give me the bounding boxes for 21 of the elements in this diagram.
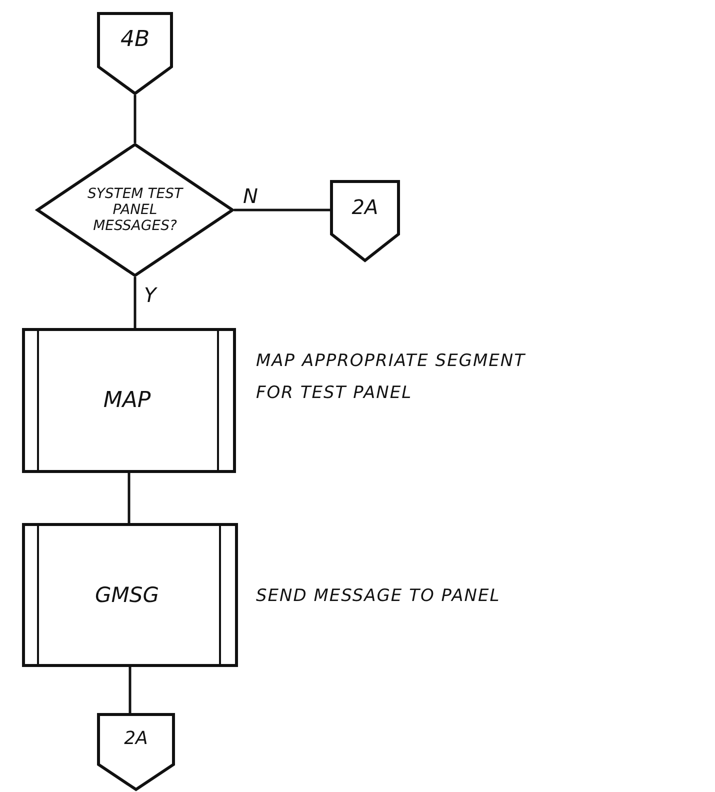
edge-label: Y <box>143 285 158 305</box>
annotation-text: SEND MESSAGE TO PANEL <box>256 585 502 608</box>
predefined-process-box <box>22 328 236 473</box>
connector-label: 4B <box>119 26 151 54</box>
connector-line <box>134 95 136 143</box>
process-name: MAP <box>102 386 152 415</box>
connector-label: 2A <box>123 726 149 751</box>
connector-line <box>134 277 136 328</box>
decision-diamond <box>36 143 234 277</box>
decision-text: SYSTEM TEST PANEL MESSAGES? <box>86 184 184 236</box>
process-name: GMSG <box>94 582 160 609</box>
connector-line <box>128 473 130 523</box>
off-page-connector <box>97 713 175 791</box>
connector-line <box>234 208 330 212</box>
connector-line <box>128 667 132 713</box>
predefined-process-box <box>22 523 238 667</box>
off-page-connector <box>330 180 400 262</box>
annotation-text: MAP APPROPRIATE SEGMENT FOR TEST PANEL <box>256 350 526 406</box>
off-page-connector <box>97 12 173 95</box>
edge-label: N <box>242 186 259 206</box>
connector-label: 2A <box>350 194 380 221</box>
